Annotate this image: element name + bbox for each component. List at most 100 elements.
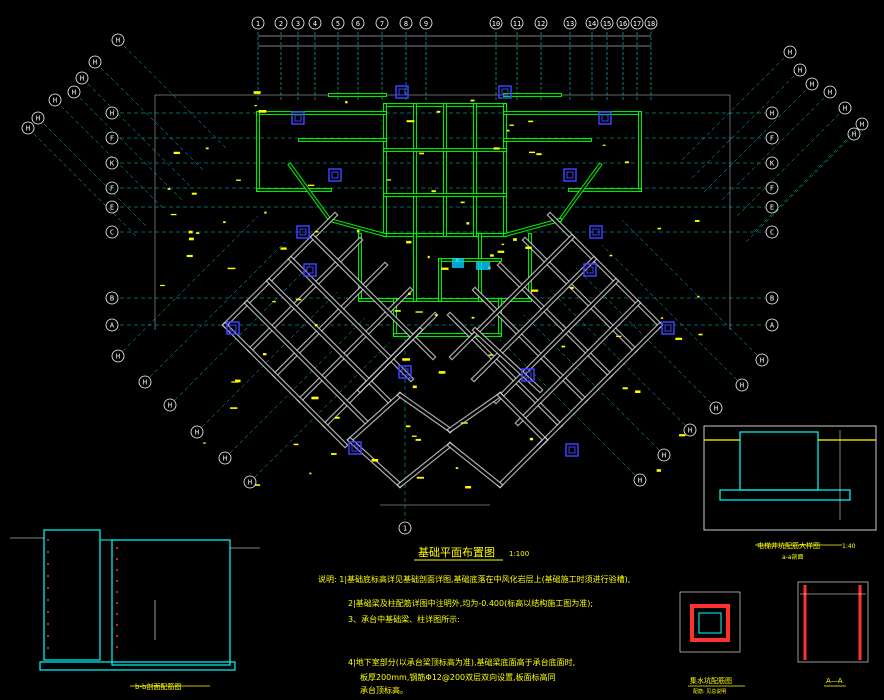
- annotation-mark: [295, 298, 302, 301]
- lower-diag-bubble: [657, 448, 671, 462]
- wall-core: [450, 235, 574, 359]
- annotation-mark: [530, 289, 539, 292]
- stair-fill: [452, 258, 464, 268]
- lower-diag-line: [122, 215, 259, 352]
- top-axis-bubble: [375, 16, 389, 30]
- diag-axis-line: [100, 67, 206, 173]
- bb-rebar-dot: [116, 646, 118, 648]
- wall-core: [245, 301, 369, 425]
- wall-core: [398, 443, 452, 487]
- column-marker: [563, 168, 577, 182]
- bb-rebar-dot: [47, 623, 49, 625]
- annotation-mark: [272, 301, 276, 303]
- diag-left-label: H: [72, 89, 76, 97]
- annotation-mark: [570, 286, 574, 289]
- annotation-mark: [402, 358, 410, 361]
- annotation-mark: [405, 425, 411, 428]
- annotation-mark: [314, 231, 319, 233]
- top-axis-bubble: [489, 16, 503, 30]
- left-axis-label: A: [110, 322, 115, 330]
- annotation-mark: [460, 422, 468, 424]
- left-axis-bubble: [105, 106, 119, 120]
- diag-left-label: H: [53, 97, 57, 105]
- annotation-mark: [513, 238, 517, 241]
- bb-rebar-dot: [116, 624, 118, 626]
- column-marker: [226, 321, 240, 335]
- column-core: [601, 114, 609, 122]
- annotation-mark: [173, 151, 180, 155]
- annotation-mark: [255, 484, 261, 486]
- annotation-mark: [408, 292, 411, 296]
- right-axis-bubble: [765, 181, 779, 195]
- left-axis-label: F: [110, 185, 114, 193]
- annotation-mark: [230, 407, 238, 409]
- column-core: [401, 368, 409, 376]
- left-axis-bubble: [105, 200, 119, 214]
- main-title: 基础平面布置图: [418, 546, 495, 559]
- annotation-mark: [258, 110, 267, 113]
- wall-core: [248, 238, 362, 352]
- annotation-mark: [227, 267, 236, 270]
- column-marker: [589, 225, 603, 239]
- beam-core: [558, 163, 602, 222]
- column-core: [398, 88, 406, 96]
- lower-diag-line: [174, 264, 311, 401]
- bb-rebar-dot: [47, 563, 49, 565]
- annotation-mark: [203, 442, 206, 444]
- top-axis-bubble: [585, 16, 599, 30]
- top-axis-label: 1: [256, 20, 260, 28]
- wall-core: [472, 257, 596, 381]
- diag-right-label: H: [860, 121, 864, 129]
- annotation-mark: [602, 144, 606, 146]
- main-title-scale: 1:100: [509, 550, 529, 558]
- bb-pit-left: [43, 529, 101, 661]
- top-axis-bubble: [351, 16, 365, 30]
- note-3: 3、承台中基础梁、柱详图所示:: [348, 614, 460, 624]
- column-marker: [661, 321, 675, 335]
- bb-pit-right: [111, 539, 231, 666]
- diag-left-label: H: [93, 59, 97, 67]
- column-core: [586, 266, 594, 274]
- top-axis-label: 16: [619, 20, 627, 28]
- diag-right-bubble: [847, 127, 861, 141]
- annotation-mark: [160, 284, 165, 287]
- elevator-pit-scale: 1:40: [842, 543, 856, 550]
- annotation-mark: [501, 243, 505, 246]
- right-axis-label: A: [770, 322, 775, 330]
- right-axis-bubble: [765, 318, 779, 332]
- top-axis-bubble: [616, 16, 630, 30]
- annotation-mark: [309, 472, 312, 475]
- annotation-layer: [160, 85, 703, 489]
- wall-core: [448, 393, 502, 432]
- lower-diag-bubble: [190, 425, 204, 439]
- diag-axis-line: [719, 97, 825, 203]
- annotation-mark: [412, 385, 417, 389]
- diag-left-label: H: [26, 125, 30, 133]
- annotation-mark: [235, 379, 241, 383]
- sump-frame: [679, 591, 741, 653]
- annotation-mark: [528, 120, 534, 123]
- general-notes: 说明: 1|基础底标高详见基础剖面详图,基础底落在中风化岩层上(基础施工时须进行…: [318, 574, 630, 695]
- wall-core: [498, 438, 547, 487]
- top-axis-bubble: [419, 16, 433, 30]
- annotation-mark: [411, 435, 417, 437]
- annotation-mark: [465, 485, 472, 489]
- diag-right-bubble: [793, 63, 807, 77]
- lower-diag-bubble: [755, 353, 769, 367]
- bb-rebar-dot: [116, 569, 118, 571]
- annotation-mark: [679, 434, 686, 437]
- left-axis-label: H: [110, 110, 114, 118]
- lower-diag-line: [229, 317, 366, 454]
- annotation-mark: [236, 179, 241, 181]
- annotation-mark: [231, 381, 239, 383]
- top-axis-label: 12: [537, 20, 545, 28]
- lower-diag-line: [621, 219, 758, 356]
- diag-left-bubble: [48, 93, 62, 107]
- left-axis-bubble: [105, 225, 119, 239]
- right-axis-label: H: [770, 110, 774, 118]
- bb-base-slab: [39, 661, 236, 671]
- column-core: [229, 324, 237, 332]
- annotation-mark: [455, 467, 459, 469]
- annotation-mark: [506, 129, 510, 132]
